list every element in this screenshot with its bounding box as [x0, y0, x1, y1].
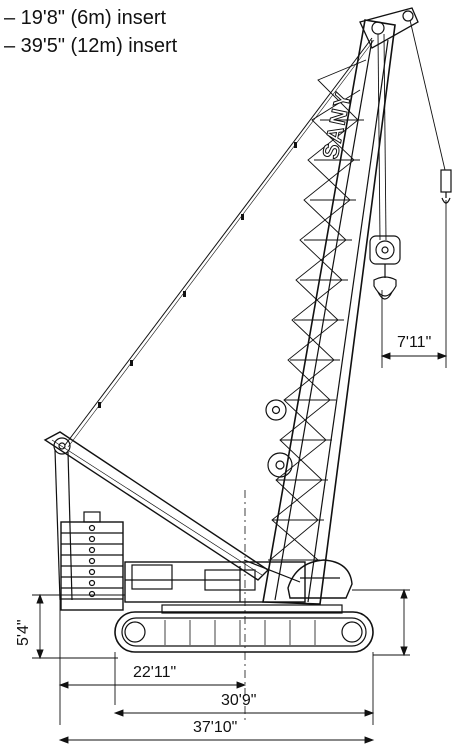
dimension-track-length: 30'9" [221, 692, 257, 709]
main-hook-block [369, 235, 401, 300]
dimension-overall-length: 37'10" [193, 719, 238, 736]
dimension-tailswing: 22'11" [133, 664, 177, 681]
crawler-tracks [114, 604, 374, 653]
gantry-mast [43, 431, 270, 601]
dimension-lines [32, 200, 448, 744]
dimension-hook-offset: 7'11" [397, 334, 432, 351]
boom-pendant-lines [64, 37, 375, 448]
hoist-ropes [377, 19, 446, 241]
insert-options-list: – 19'8" (6m) insert – 39'5" (12m) insert [4, 4, 177, 60]
boom-brand-text: SANY [317, 88, 356, 161]
dimension-body-height: 5'4" [15, 619, 32, 646]
main-boom [262, 7, 419, 605]
insert-option-12m: – 39'5" (12m) insert [4, 35, 178, 57]
auxiliary-hook [440, 169, 452, 204]
insert-option-6m: – 19'8" (6m) insert [4, 7, 167, 29]
counterweight-stack [60, 511, 124, 611]
upperworks-body [124, 559, 353, 603]
